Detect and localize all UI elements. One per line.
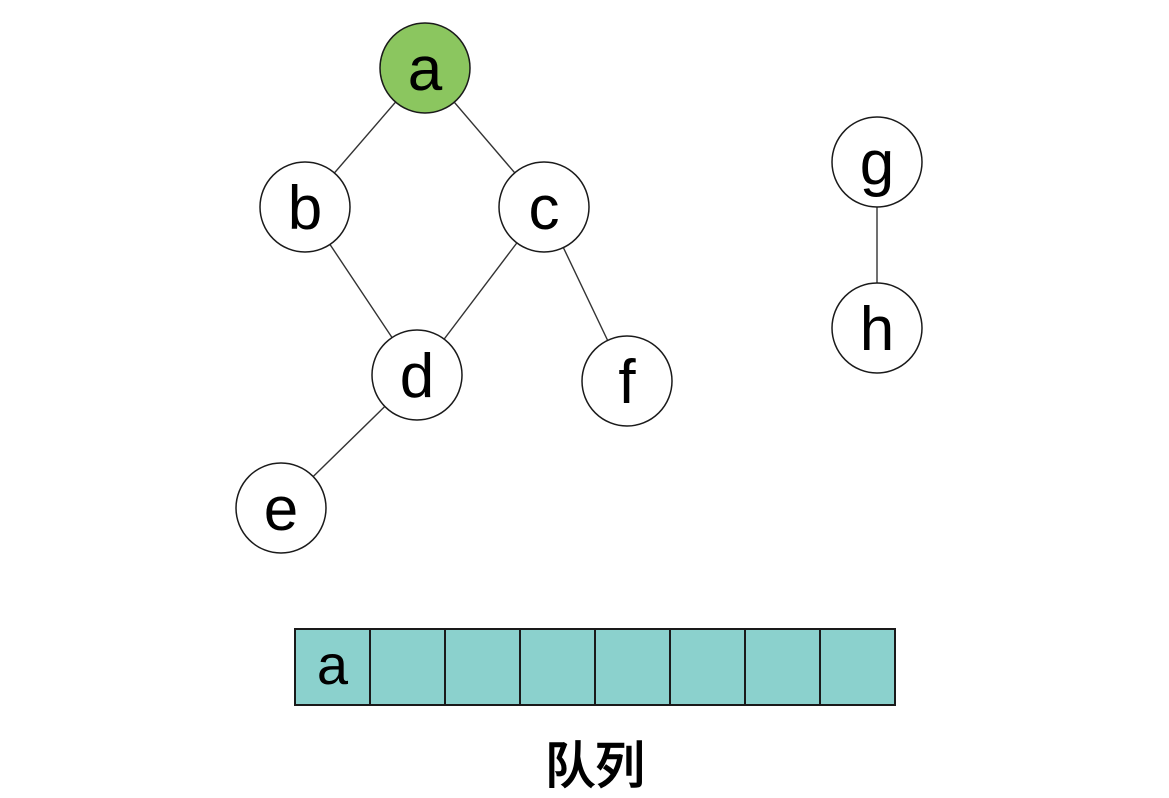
node-a-label: a [408,35,443,104]
node-e-label: e [264,475,298,544]
node-f-label: f [618,348,636,417]
queue-cell-7 [821,630,894,704]
node-d-label: d [400,342,434,411]
queue-caption: 队列 [545,738,645,794]
queue-cell-4 [596,630,671,704]
node-h-label: h [860,295,894,364]
node-a-circle [379,22,471,114]
node-b-label: b [288,174,322,243]
node-e-circle [235,462,327,554]
graph-node-e: e [235,462,327,554]
queue-cell-2 [446,630,521,704]
queue-cell-0: a [296,630,371,704]
queue-cell-3 [521,630,596,704]
node-f-circle [581,335,673,427]
node-h-circle [831,282,923,374]
node-c-circle [498,161,590,253]
graph-node-a: a [379,22,471,114]
node-d-circle [371,329,463,421]
queue-cell-5 [671,630,746,704]
node-g-label: g [860,129,894,198]
graph-node-g: g [831,116,923,208]
queue-cell-1 [371,630,446,704]
graph-node-d: d [371,329,463,421]
graph-node-c: c [498,161,590,253]
node-b-circle [259,161,351,253]
queue-cell-6 [746,630,821,704]
node-c-label: c [529,174,560,243]
queue: a [294,628,896,706]
node-g-circle [831,116,923,208]
graph-node-b: b [259,161,351,253]
graph-node-h: h [831,282,923,374]
graph-node-f: f [581,335,673,427]
